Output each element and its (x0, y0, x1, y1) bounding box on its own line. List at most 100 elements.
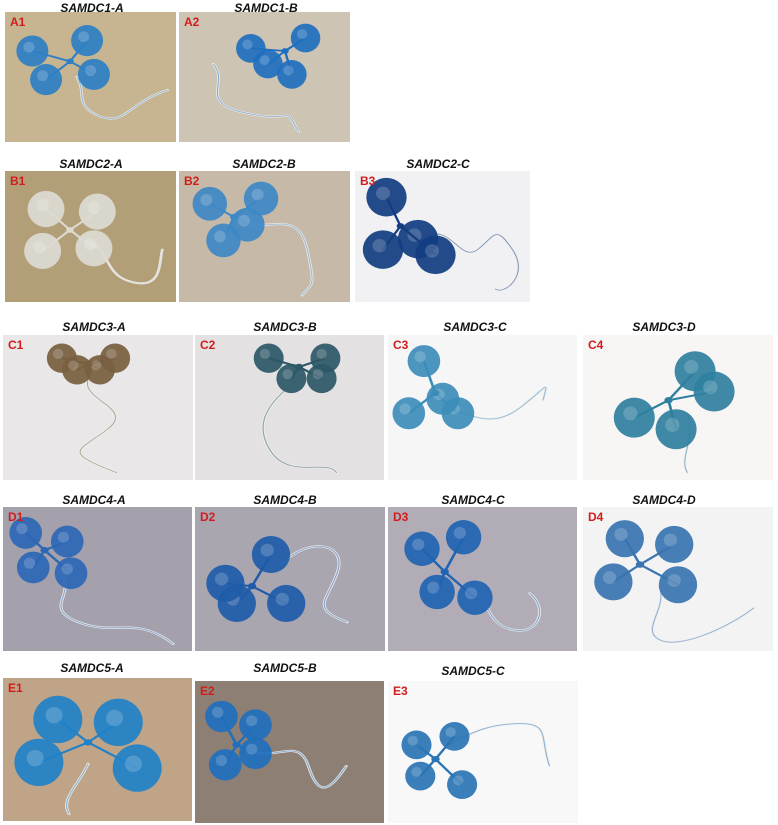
leaf (24, 232, 62, 269)
leaf (594, 563, 633, 601)
root-strand (79, 378, 118, 474)
leaf-highlight (78, 31, 90, 43)
leaf-highlight (251, 188, 264, 201)
panel-label: D1 (8, 510, 24, 524)
seedling-center (83, 739, 93, 746)
leaf (208, 749, 242, 781)
leaf-highlight (376, 186, 390, 200)
leaf-highlight (283, 65, 294, 76)
panel-title: SAMDC5-A (60, 661, 124, 675)
seedling-photo-panel: C3 (388, 335, 577, 480)
seedling-photo-panel: E2 (195, 681, 384, 823)
seedling-photo-panel: D1 (3, 507, 192, 651)
leaf-highlight (465, 587, 478, 600)
seedling-center (440, 568, 449, 575)
leaf-highlight (414, 351, 426, 363)
leaf (693, 371, 735, 412)
root-strand (66, 763, 89, 815)
panel-title: SAMDC1-B (234, 1, 298, 15)
panel-title: SAMDC5-C (441, 664, 505, 678)
leaf-highlight (37, 70, 49, 82)
leaf (54, 557, 88, 590)
seedling-photo-panel: A1 (5, 12, 176, 142)
leaf (78, 193, 116, 230)
seedling-center (396, 223, 405, 229)
panel-label: B3 (360, 174, 376, 188)
leaf-highlight (237, 214, 250, 227)
seedling-photo (355, 171, 530, 302)
leaf-highlight (667, 573, 681, 587)
seedling-photo (195, 507, 385, 651)
leaf-highlight (212, 706, 224, 718)
leaf-highlight (411, 766, 422, 777)
leaf (14, 738, 64, 787)
root-strand (247, 223, 313, 296)
panel-title: SAMDC3-B (253, 320, 317, 334)
leaf-highlight (84, 65, 97, 76)
photo-background (583, 335, 773, 480)
leaf-highlight (453, 526, 466, 539)
leaf-highlight (32, 240, 46, 254)
root-strand (251, 750, 347, 788)
root-strand (262, 378, 338, 473)
seedling-photo-panel: B2 (179, 171, 350, 302)
leaf (405, 761, 436, 791)
leaf (112, 744, 162, 792)
panel-title: SAMDC2-C (406, 157, 470, 171)
leaf-highlight (214, 572, 229, 586)
leaf (457, 580, 493, 615)
leaf (50, 525, 84, 558)
seedling-photo (5, 12, 176, 142)
panel-title: SAMDC4-A (62, 493, 126, 507)
leaf (243, 181, 279, 216)
leaf-highlight (23, 557, 36, 569)
leaf (655, 409, 697, 450)
leaf (16, 551, 50, 584)
leaf (426, 382, 460, 415)
root-strand (212, 63, 300, 132)
panel-label: E1 (8, 681, 23, 695)
leaf (447, 770, 478, 800)
leaf (419, 574, 455, 610)
leaf-highlight (36, 198, 50, 212)
seedling-center (431, 755, 440, 763)
leaf (404, 531, 440, 566)
seedling-center (66, 227, 74, 233)
leaf-highlight (453, 775, 464, 786)
panel-title: SAMDC3-D (632, 320, 696, 334)
leaf (27, 190, 65, 228)
leaf (277, 60, 307, 89)
panel-label: C3 (393, 338, 409, 352)
seedling-center (40, 547, 49, 554)
leaf-highlight (282, 369, 293, 380)
leaf (239, 737, 272, 770)
panel-label: A1 (10, 15, 26, 29)
leaf (71, 25, 104, 57)
leaf (9, 517, 43, 549)
leaf (253, 343, 284, 373)
leaf-highlight (26, 749, 44, 767)
leaf-highlight (425, 244, 439, 258)
panel-label: D4 (588, 510, 604, 524)
leaf (192, 186, 228, 221)
leaf-highlight (215, 755, 228, 766)
seedling-center (431, 389, 440, 397)
seedling-photo (3, 507, 192, 651)
leaf-highlight (260, 543, 274, 557)
leaf (16, 35, 49, 67)
leaf-highlight (23, 41, 35, 53)
seedling-photo-panel: B3 (355, 171, 530, 302)
seedling-photo-panel: D4 (583, 507, 773, 651)
panel-title: SAMDC4-C (441, 493, 505, 507)
panel-label: C4 (588, 338, 604, 352)
seedling-photo-panel: C1 (3, 335, 193, 480)
panel-label: E3 (393, 684, 408, 698)
seedling-photo (388, 681, 578, 823)
root-strand (59, 571, 174, 645)
seedling-center (66, 58, 74, 65)
seedling-center (294, 363, 304, 371)
leaf (366, 177, 407, 217)
leaf-highlight (16, 523, 28, 535)
seedling-center (635, 561, 645, 568)
seedling-photo-panel: E1 (3, 678, 192, 821)
